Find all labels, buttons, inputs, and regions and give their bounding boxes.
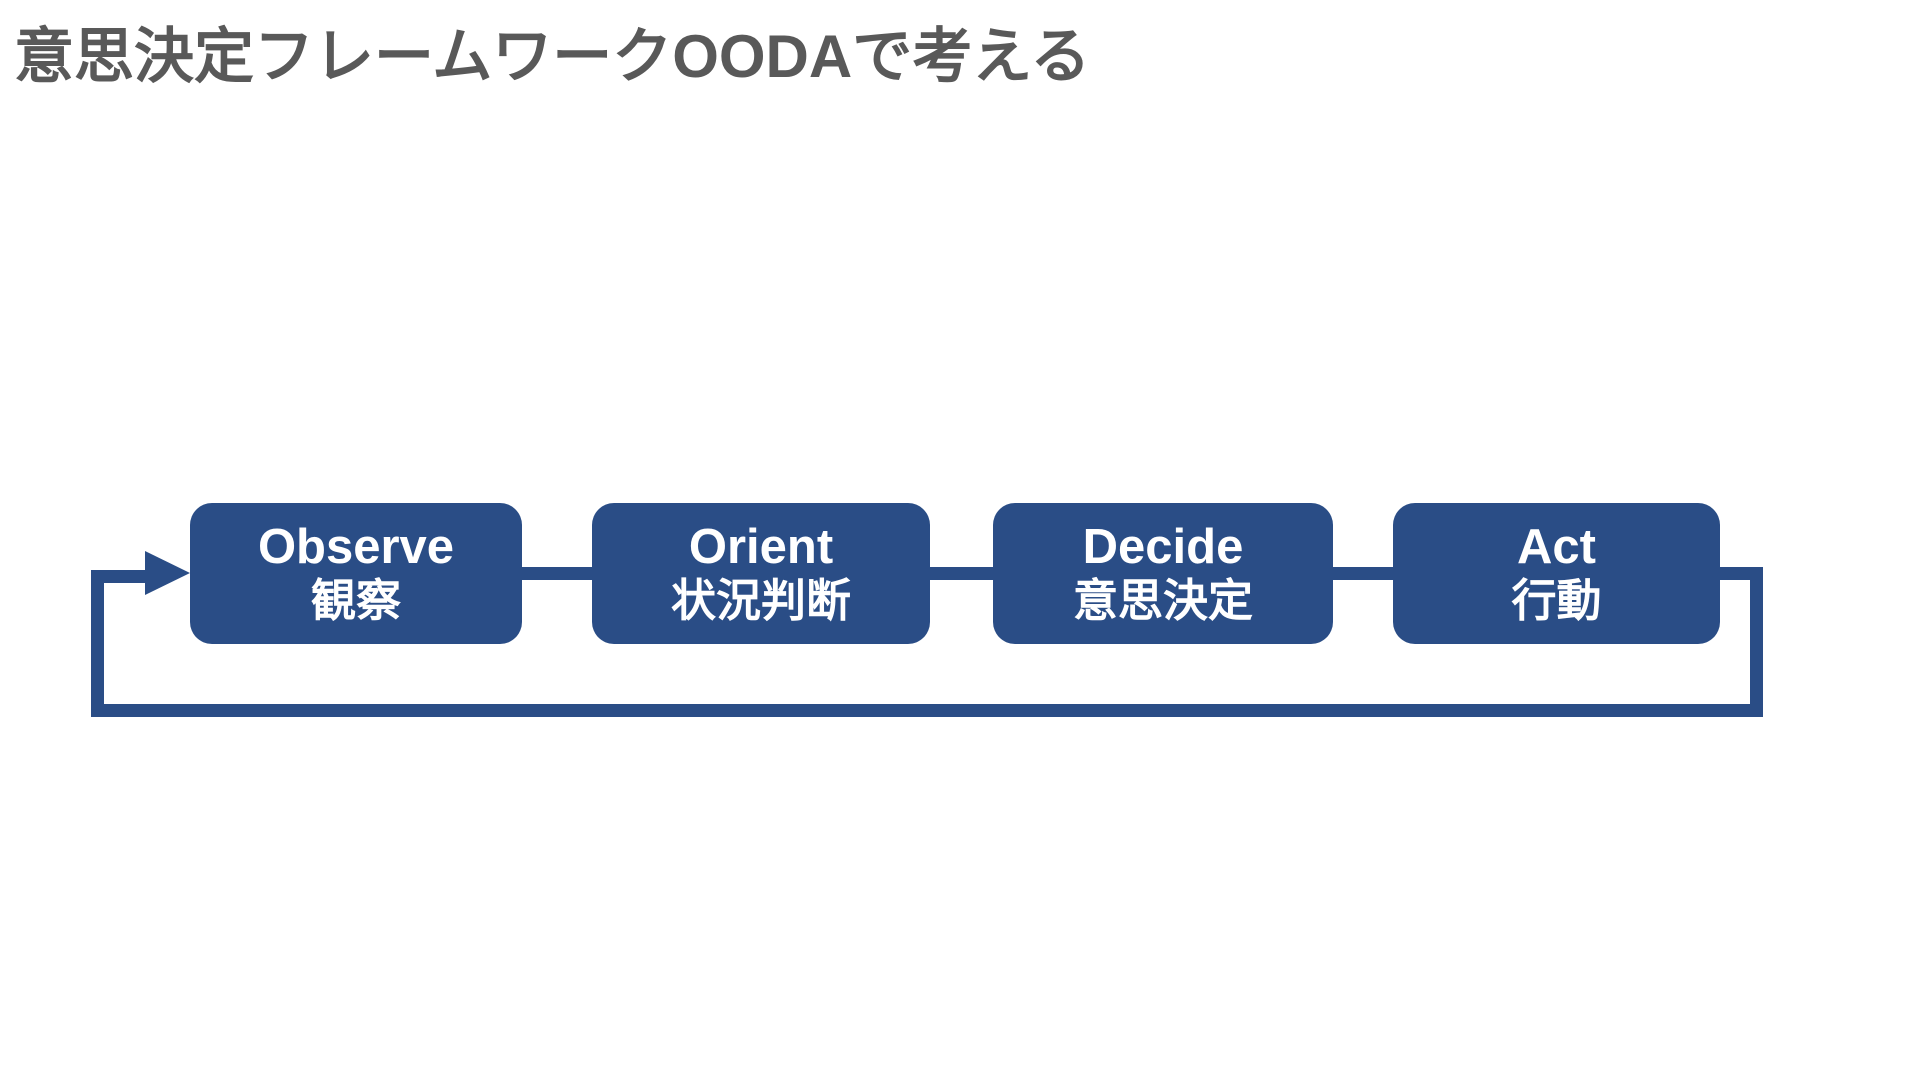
node-decide-en-label: Decide <box>1082 519 1244 574</box>
node-act-ja-label: 行動 <box>1511 575 1602 627</box>
node-orient-en-label: Orient <box>688 519 834 574</box>
feedback-loop-entry-line <box>104 570 146 583</box>
arrowhead-right-icon <box>145 551 190 595</box>
node-observe-ja-label: 観察 <box>310 575 401 627</box>
node-decide: Decide 意思決定 <box>993 503 1333 644</box>
node-observe-en-label: Observe <box>257 519 455 574</box>
connector-observe-orient <box>522 567 592 580</box>
node-orient-ja-label: 状況判断 <box>670 575 851 627</box>
connector-decide-act <box>1333 567 1393 580</box>
node-decide-ja-label: 意思決定 <box>1072 575 1253 627</box>
node-act: Act 行動 <box>1393 503 1720 644</box>
node-orient: Orient 状況判断 <box>592 503 930 644</box>
feedback-loop-right-line <box>1750 567 1763 717</box>
node-observe: Observe 観察 <box>190 503 522 644</box>
page-title: 意思決定フレームワークOODAで考える <box>14 23 1091 90</box>
connector-orient-decide <box>930 567 993 580</box>
feedback-loop-bottom-line <box>91 704 1763 717</box>
node-act-en-label: Act <box>1517 519 1596 574</box>
feedback-loop-left-line <box>91 570 104 717</box>
